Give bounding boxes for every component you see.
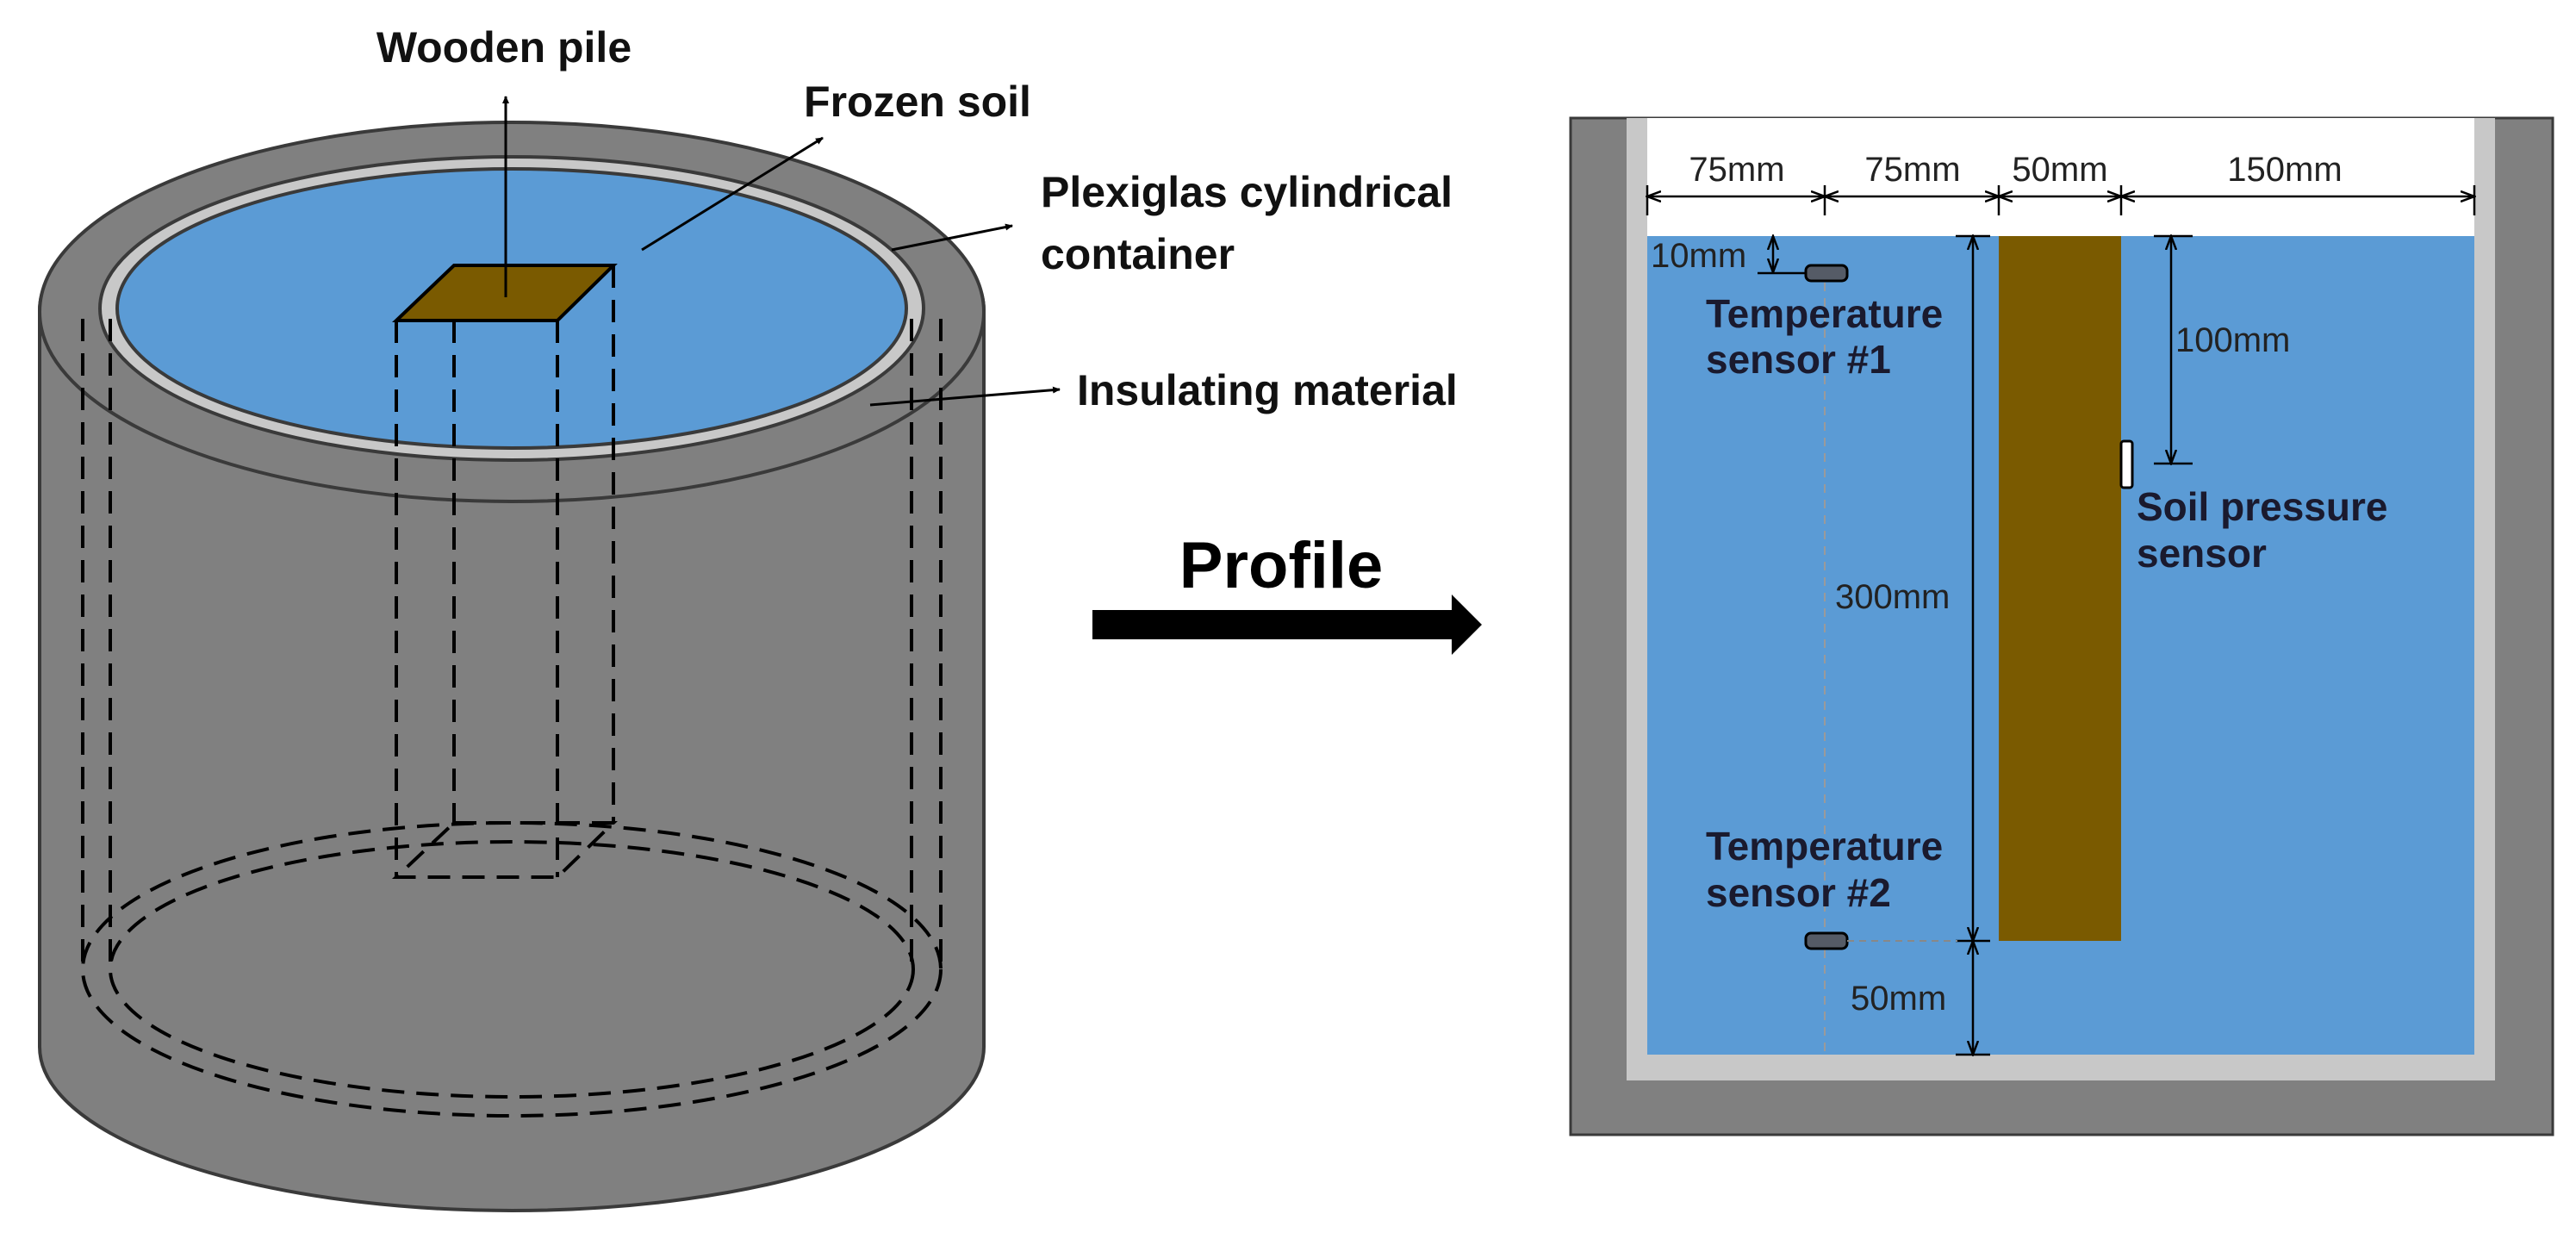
depth-dim-100mm: 100mm — [2175, 321, 2290, 359]
profile-title: Profile — [1179, 529, 1384, 602]
soil-pressure-sensor — [2119, 439, 2134, 489]
temperature-sensor-2 — [1804, 931, 1849, 950]
profile-section — [1569, 116, 2554, 1136]
width-dim-1: 75mm — [1689, 151, 1784, 189]
label-pressure-sensor-line1: Soil pressure — [2137, 484, 2387, 529]
label-frozen-soil: Frozen soil — [804, 78, 1031, 126]
cylinder-callouts — [502, 96, 1061, 407]
label-plexiglas-line1: Plexiglas cylindrical — [1041, 168, 1453, 216]
cylinder-diagram — [38, 121, 986, 1212]
label-temp-sensor-2-line1: Temperature — [1706, 824, 1943, 869]
dimension-lines — [1647, 185, 2474, 1055]
width-dim-4: 150mm — [2227, 151, 2342, 189]
label-insulating: Insulating material — [1077, 366, 1458, 414]
label-pressure-sensor-line2: sensor — [2137, 531, 2267, 576]
label-wooden-pile: Wooden pile — [376, 23, 632, 72]
hidden-edges — [81, 265, 943, 1118]
label-temp-sensor-1-line2: sensor #1 — [1706, 337, 1891, 382]
pile-length-dim: 300mm — [1835, 578, 1950, 616]
label-plexiglas-line2: container — [1041, 230, 1235, 278]
profile-inner-gap — [1647, 118, 2474, 236]
profile-arrow — [1092, 595, 1482, 655]
depth-dim-10mm: 10mm — [1651, 237, 1746, 275]
temperature-sensor-1 — [1804, 264, 1849, 283]
label-temp-sensor-1-line1: Temperature — [1706, 291, 1943, 336]
label-temp-sensor-2-line2: sensor #2 — [1706, 870, 1891, 915]
bottom-gap-dim: 50mm — [1851, 980, 1946, 1018]
width-dim-3: 50mm — [2012, 151, 2107, 189]
width-dim-2: 75mm — [1864, 151, 1960, 189]
profile-wooden-pile — [1999, 236, 2121, 941]
